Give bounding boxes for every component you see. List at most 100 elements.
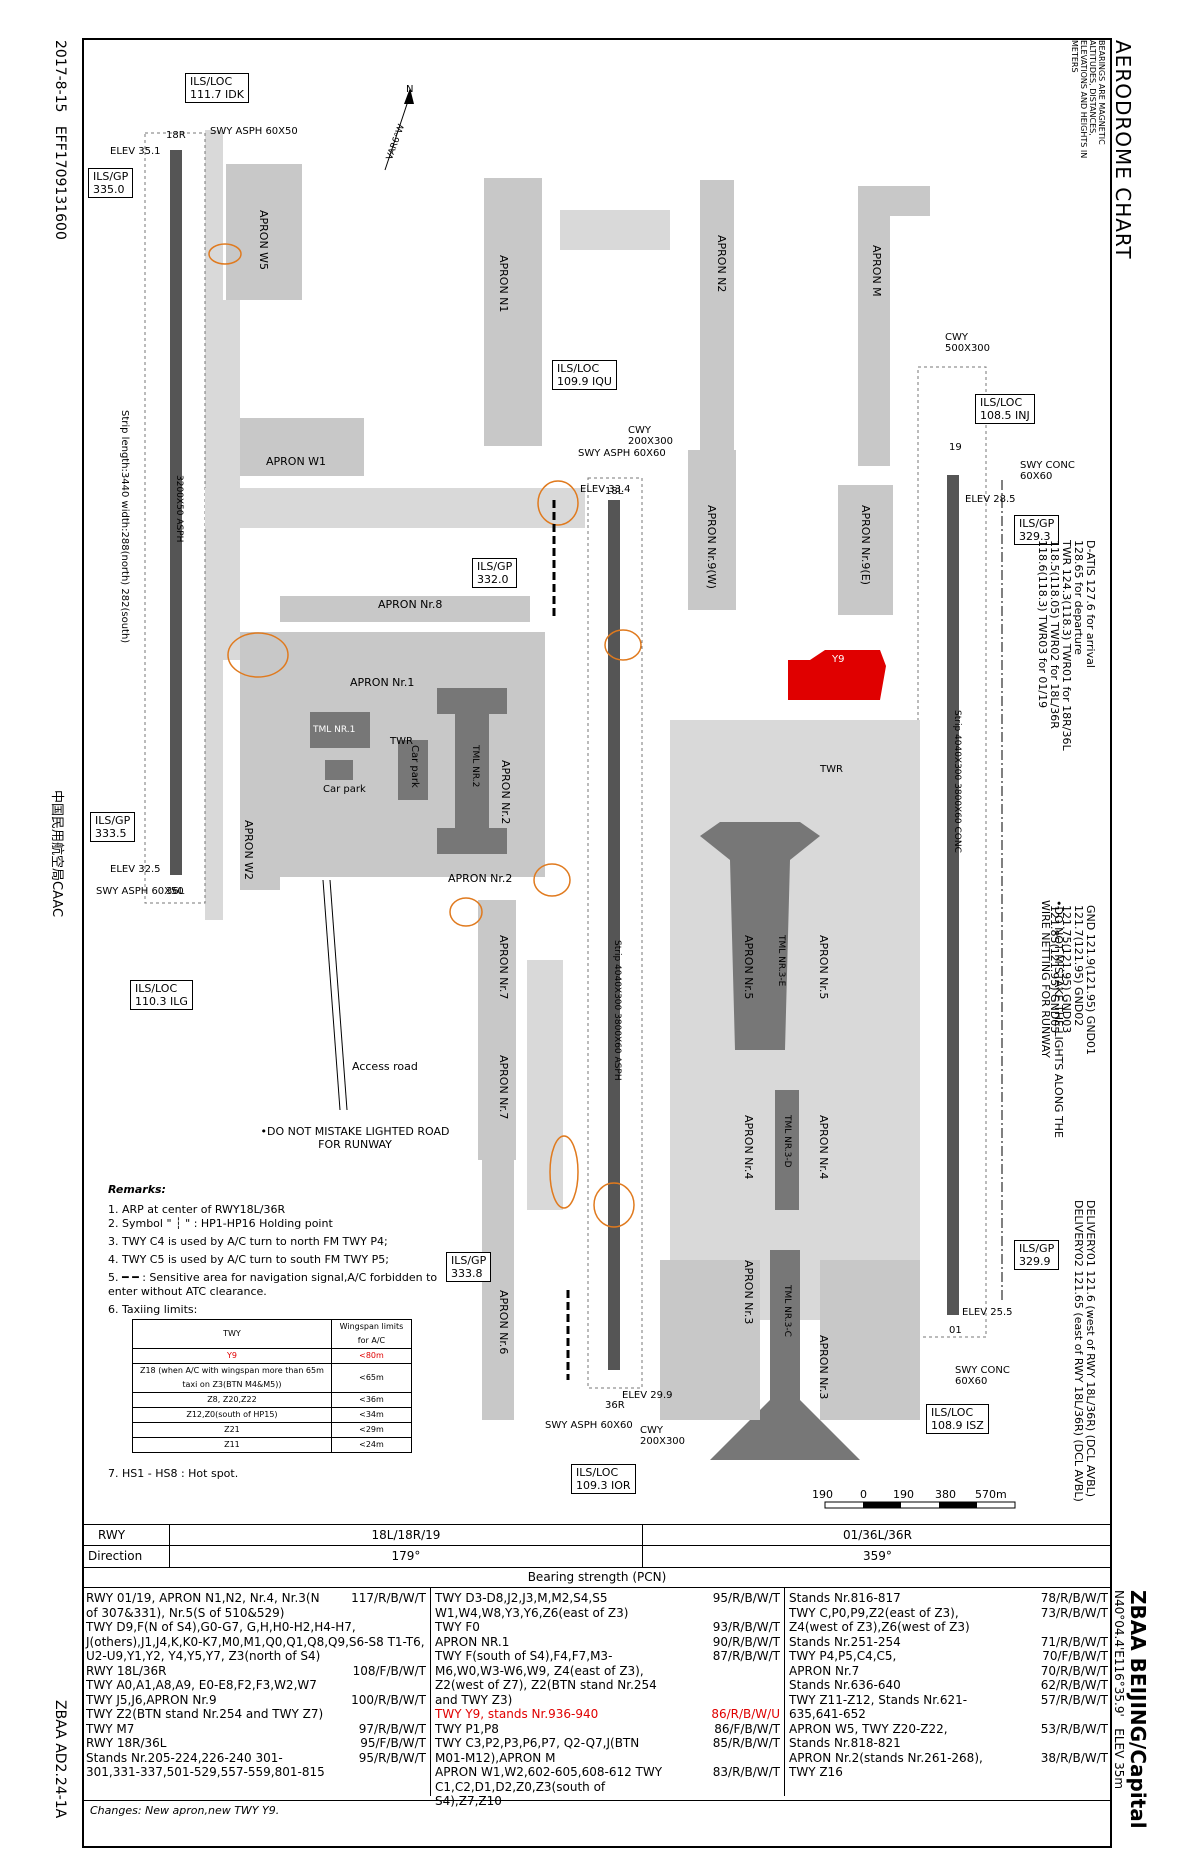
apron-m — [858, 186, 890, 466]
cwy-18l: CWY 200X300 — [628, 425, 674, 447]
apron-nr2-label: APRON Nr.2 — [499, 760, 512, 825]
direction-label: Direction — [82, 1545, 170, 1567]
tml-nr2-label: TML NR.2 — [470, 745, 480, 788]
rwy-direction-table: RWY 18L/18R/19 01/36L/36R Direction 179°… — [82, 1524, 1112, 1568]
hotspot — [604, 629, 642, 661]
apron-n2 — [700, 180, 734, 460]
freq-gnd: GND 121.9(121.95) GND01 121.7(121.95) GN… — [1048, 905, 1097, 1056]
apron-n1-label: APRON N1 — [497, 255, 510, 313]
page-id: ZBAA AD2.24-1A — [52, 1700, 68, 1819]
pcn-row: TWY F(south of S4),F4,F7,M3-M6,W0,W3-W6,… — [435, 1649, 780, 1707]
apron-w2 — [240, 800, 280, 890]
airport-name: ZBAA BEIJING/Capital — [1126, 1590, 1150, 1829]
swy-18r: SWY ASPH 60X50 — [210, 126, 298, 137]
remark-item: 2. Symbol " ┆ " : HP1-HP16 Holding point — [108, 1217, 333, 1230]
apron-nr4-label: APRON Nr.4 — [742, 1115, 755, 1180]
apron-nr7 — [478, 900, 516, 1160]
tml-nr3d-label: TML NR.3-D — [782, 1115, 792, 1168]
center-runway-label: Strip 4040X300 3800X60 ASPH — [612, 940, 622, 1081]
elev-35-1: ELEV 35.1 — [110, 146, 161, 157]
pcn-row: TWY P4,P5,C4,C5,70/F/B/W/T — [789, 1649, 1108, 1663]
pcn-col1: RWY 01/19, APRON N1,N2, Nr.4, Nr.3(N of … — [82, 1588, 431, 1796]
apron-w5 — [226, 164, 302, 300]
east-runway-label: Strip 4040X300 3800X60 CONC — [952, 710, 962, 853]
elev-28-5: ELEV 28.5 — [965, 494, 1016, 505]
threshold-36r: 36R — [605, 1400, 625, 1411]
pcn-row: TWY D9,F(N of S4),G0-G7, G,H,H0-H2,H4-H7… — [86, 1620, 425, 1663]
pcn-row: APRON W1,W2,602-605,608-612 TWY C1,C2,D1… — [435, 1765, 780, 1808]
elev-29-9: ELEV 29.9 — [622, 1390, 673, 1401]
swy-36r: SWY ASPH 60X60 — [545, 1420, 633, 1431]
hotspot — [208, 243, 242, 265]
twr-2-label: TWR — [820, 764, 843, 775]
apron-nr4-east-label: APRON Nr.4 — [817, 1115, 830, 1180]
twr-label: TWR — [390, 736, 413, 747]
cwy-19: CWY 500X300 — [945, 332, 991, 354]
swy-19: SWY CONC 60X60 — [1020, 460, 1075, 482]
threshold-18l: 18L — [605, 486, 624, 497]
tml-nr2 — [455, 690, 489, 850]
apron-nr7-label: APRON Nr.7 — [497, 935, 510, 1000]
rwy-col2: 01/36L/36R — [842, 1527, 912, 1542]
threshold-18r: 18R — [166, 130, 186, 141]
hotspot — [449, 897, 483, 927]
dir1: 179° — [169, 1545, 643, 1567]
apron-w2-label: APRON W2 — [242, 820, 255, 881]
pcn-row: APRON W5, TWY Z20-Z22, Stands Nr.818-821… — [789, 1721, 1108, 1751]
pcn-title: Bearing strength (PCN) — [82, 1568, 1112, 1588]
freq-delivery: DELIVERY01 121.6 (west of RWY 18L/36R) (… — [1072, 1200, 1097, 1502]
aerodrome-map — [144, 88, 1016, 1509]
apron-nr5-label: APRON Nr.5 — [742, 935, 755, 1000]
tml-nr3e — [700, 822, 820, 1050]
hotspot — [537, 480, 579, 526]
threshold-36l: 36L — [166, 886, 185, 897]
apron-m-label: APRON M — [870, 245, 883, 297]
elev-32-5: ELEV 32.5 — [110, 864, 161, 875]
pcn-row: TWY Z2(BTN stand Nr.254 and TWY Z7) — [86, 1707, 324, 1721]
runway-18r-36l — [170, 150, 182, 875]
apron-nr8-label: APRON Nr.8 — [378, 598, 443, 611]
hotspot — [593, 1182, 635, 1228]
apron-w1 — [240, 418, 364, 476]
remark-item: 7. HS1 - HS8 : Hot spot. — [108, 1467, 239, 1480]
airport-coords: N40°04.4'E116°35.9' ELEV 35m — [1112, 1590, 1126, 1790]
swy-01: SWY CONC 60X60 — [955, 1365, 1010, 1387]
new-apron-y9 — [788, 650, 886, 700]
elev-25-5: ELEV 25.5 — [962, 1307, 1013, 1318]
apron-nr9w-label: APRON Nr.9(W) — [705, 505, 718, 589]
apron-nr8 — [280, 596, 530, 622]
car-park-2-label: Car park — [409, 745, 420, 788]
threshold-01: 01 — [949, 1325, 962, 1336]
road-warning: •DO NOT MISTAKE LIGHTED ROAD FOR RUNWAY — [260, 1125, 450, 1151]
y9-label: Y9 — [832, 654, 845, 665]
chart-frame — [82, 38, 1112, 1848]
apron-w5-label: APRON W5 — [257, 210, 270, 271]
threshold-19: 19 — [949, 442, 962, 453]
apron-nr9e — [838, 485, 893, 615]
scale-4: 570m — [975, 1488, 1007, 1501]
runway-18l-36r — [608, 500, 620, 1370]
apron-nr1-label: APRON Nr.1 — [350, 676, 415, 689]
scale-3: 380 — [935, 1488, 956, 1501]
pcn-row: TWY A0,A1,A8,A9, E0-E8,F2,F3,W2,W7 — [86, 1678, 317, 1692]
remark-item: 4. TWY C5 is used by A/C turn to south F… — [108, 1253, 389, 1266]
hotspot — [549, 1135, 579, 1209]
apron-nr5-east-label: APRON Nr.5 — [817, 935, 830, 1000]
